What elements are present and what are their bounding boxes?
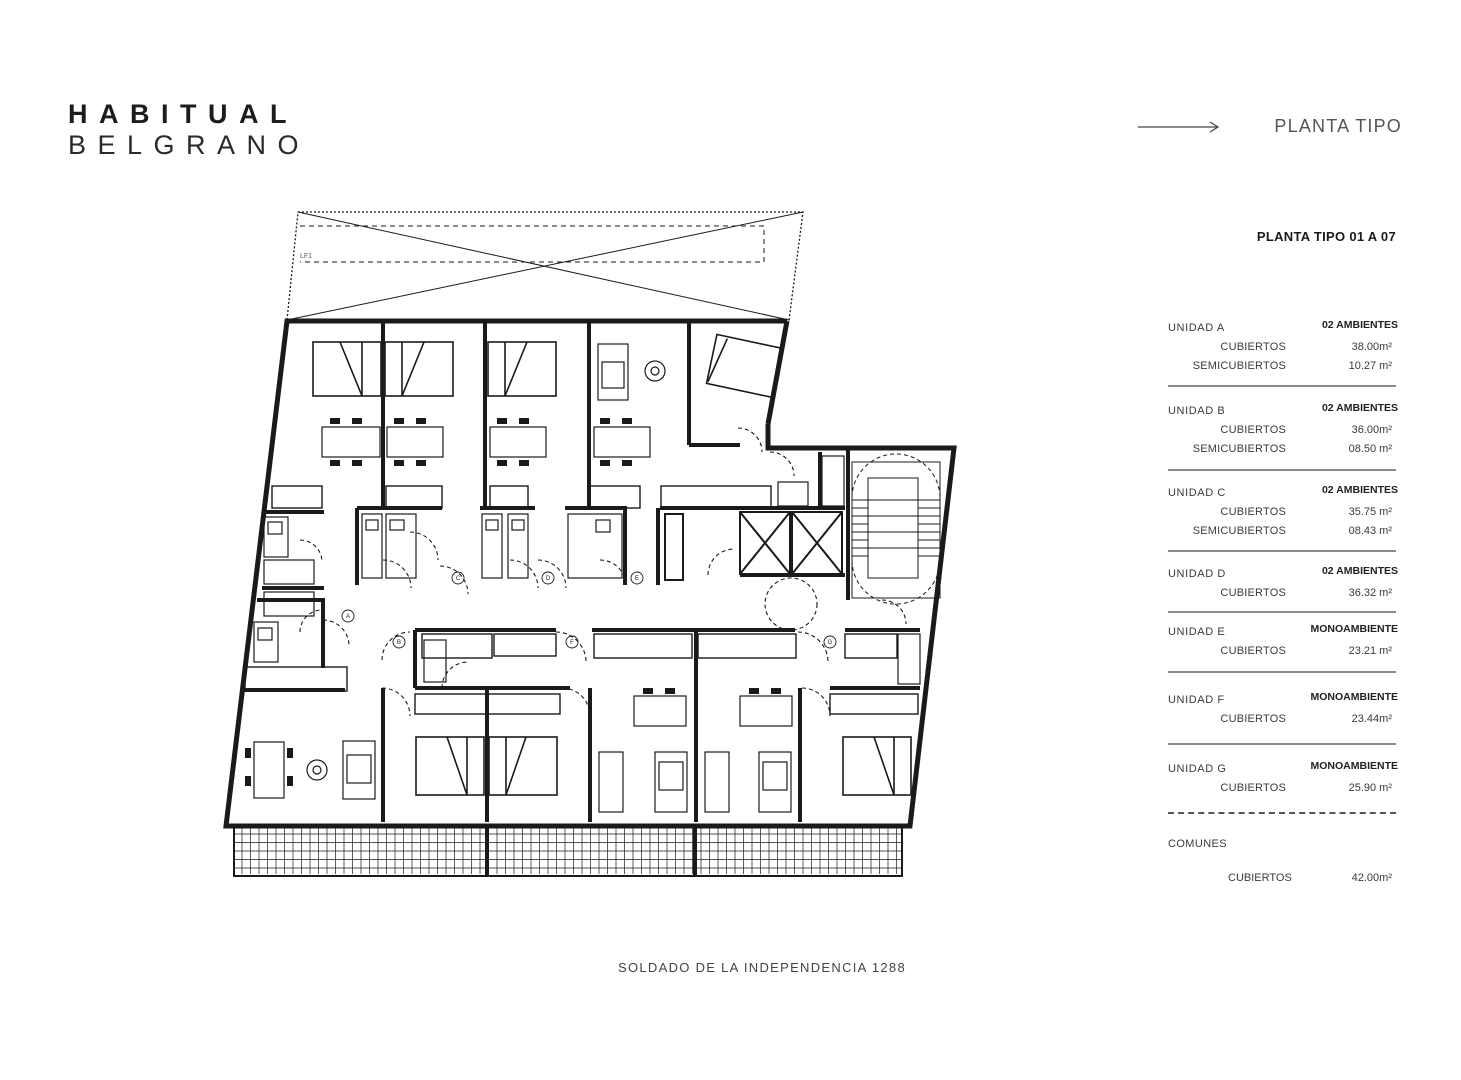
arrow-right-icon [1138, 121, 1220, 133]
unit-label: UNIDAD B [1168, 405, 1226, 417]
unit-tag-label: F [570, 640, 574, 646]
unit-entry: UNIDAD C 02 AMBIENTES CUBIERTOS 35.75 m² SEM… [1168, 484, 1398, 544]
common-metric-value: 42.00m² [1351, 872, 1392, 884]
table-title: PLANTA TIPO 01 A 07 [1256, 229, 1396, 244]
common-label: COMUNES [1168, 838, 1228, 850]
beds [312, 333, 912, 796]
unit-header: UNIDAD F MONOAMBIENTE [1168, 691, 1399, 713]
stairs [851, 453, 941, 605]
metric-label: CUBIERTOS [1220, 782, 1286, 794]
metric-value: 36.00m² [1351, 424, 1392, 436]
unit-entry: UNIDAD G MONOAMBIENTE CUBIERTOS 25.90 m² [1168, 760, 1399, 801]
common-separator [1168, 812, 1396, 814]
metric-label: SEMICUBIERTOS [1192, 360, 1286, 372]
metric-value: 08.50 m² [1348, 443, 1392, 455]
unit-label: UNIDAD G [1168, 763, 1227, 775]
unit-header: UNIDAD D 02 AMBIENTES [1168, 565, 1398, 587]
unit-header: UNIDAD A 02 AMBIENTES [1168, 319, 1398, 341]
metric-label: CUBIERTOS [1220, 645, 1286, 657]
metric-value: 35.75 m² [1348, 506, 1392, 518]
floor-plan: LF1 [223, 211, 957, 877]
unit-metric-row: CUBIERTOS 23.44m² [1168, 713, 1398, 732]
unit-type: MONOAMBIENTE [1310, 760, 1399, 772]
unit-tag-labels: A B C D E F G [346, 576, 833, 646]
metric-label: CUBIERTOS [1220, 424, 1286, 436]
door-swings [299, 427, 907, 717]
page-title: PLANTA TIPO [1274, 116, 1402, 136]
unit-metric-row: CUBIERTOS 23.21 m² [1168, 645, 1398, 664]
unit-entry: UNIDAD E MONOAMBIENTE CUBIERTOS 23.21 m² [1168, 623, 1399, 664]
brand-logo: HABITUAL BELGRANO [68, 98, 310, 160]
metric-value: 25.90 m² [1348, 782, 1392, 794]
unit-type: 02 AMBIENTES [1321, 565, 1398, 577]
unit-metric-row: SEMICUBIERTOS 10.27 m² [1168, 360, 1398, 379]
metric-label: CUBIERTOS [1220, 587, 1286, 599]
unit-header: UNIDAD E MONOAMBIENTE [1168, 623, 1399, 645]
unit-label: UNIDAD F [1168, 694, 1225, 706]
metric-label: SEMICUBIERTOS [1192, 525, 1286, 537]
unit-header: UNIDAD B 02 AMBIENTES [1168, 402, 1398, 424]
metric-value: 38.00m² [1351, 341, 1392, 353]
bottom-balconies [233, 825, 903, 877]
metric-label: CUBIERTOS [1220, 713, 1286, 725]
unit-metric-row: CUBIERTOS 35.75 m² [1168, 506, 1398, 525]
unit-metric-row: CUBIERTOS 38.00m² [1168, 341, 1398, 360]
unit-label: UNIDAD E [1168, 626, 1226, 638]
unit-separator [1168, 671, 1396, 673]
unit-type: 02 AMBIENTES [1321, 402, 1398, 414]
unit-tag-label: G [828, 640, 833, 646]
metric-label: CUBIERTOS [1220, 341, 1286, 353]
unit-label: UNIDAD C [1168, 487, 1226, 499]
unit-type: MONOAMBIENTE [1310, 623, 1399, 635]
unit-separator [1168, 385, 1396, 387]
exterior-walls [223, 318, 957, 829]
unit-entry: UNIDAD F MONOAMBIENTE CUBIERTOS 23.44m² [1168, 691, 1399, 732]
unit-label: UNIDAD D [1168, 568, 1226, 580]
unit-separator [1168, 611, 1396, 613]
lf-label: LF1 [300, 253, 312, 260]
unit-entry: UNIDAD A 02 AMBIENTES CUBIERTOS 38.00m² SEMI… [1168, 319, 1398, 379]
metric-value: 23.21 m² [1348, 645, 1392, 657]
unit-header: UNIDAD G MONOAMBIENTE [1168, 760, 1399, 782]
brand-name: HABITUAL [68, 99, 298, 129]
unit-header: UNIDAD C 02 AMBIENTES [1168, 484, 1398, 506]
unit-metric-row: CUBIERTOS 25.90 m² [1168, 782, 1398, 801]
unit-type: MONOAMBIENTE [1310, 691, 1399, 703]
unit-separator [1168, 550, 1396, 552]
unit-separator [1168, 469, 1396, 471]
unit-metric-row: SEMICUBIERTOS 08.43 m² [1168, 525, 1398, 544]
unit-separator [1168, 743, 1396, 745]
interior-walls [241, 321, 920, 822]
common-metric-label: CUBIERTOS [1228, 872, 1292, 884]
unit-metric-row: CUBIERTOS 36.32 m² [1168, 587, 1398, 606]
unit-tag-label: E [635, 576, 639, 582]
metric-value: 08.43 m² [1348, 525, 1392, 537]
armchairs [306, 343, 792, 813]
terrace-top [286, 211, 804, 321]
unit-label: UNIDAD A [1168, 322, 1225, 334]
metric-value: 36.32 m² [1348, 587, 1392, 599]
unit-type: 02 AMBIENTES [1321, 484, 1398, 496]
metric-label: SEMICUBIERTOS [1192, 443, 1286, 455]
unit-tag-label: D [546, 576, 551, 582]
unit-tag-label: A [346, 614, 350, 620]
metric-value: 10.27 m² [1348, 360, 1392, 372]
unit-tag-label: C [456, 576, 461, 582]
dining-tables [245, 418, 793, 799]
unit-metric-row: CUBIERTOS 36.00m² [1168, 424, 1398, 443]
kitchen-counters [244, 485, 919, 715]
address-label: SOLDADO DE LA INDEPENDENCIA 1288 [618, 960, 906, 975]
elevator-shafts [664, 511, 843, 581]
unit-metric-row: SEMICUBIERTOS 08.50 m² [1168, 443, 1398, 462]
metric-label: CUBIERTOS [1220, 506, 1286, 518]
bathrooms [253, 455, 921, 685]
unit-tag-label: B [397, 640, 401, 646]
unit-tags [341, 571, 837, 649]
unit-entry: UNIDAD D 02 AMBIENTES CUBIERTOS 36.32 m² [1168, 565, 1398, 606]
unit-entry: UNIDAD B 02 AMBIENTES CUBIERTOS 36.00m² SEMI… [1168, 402, 1398, 462]
unit-type: 02 AMBIENTES [1321, 319, 1398, 331]
brand-location: BELGRANO [68, 130, 311, 160]
metric-value: 23.44m² [1351, 713, 1392, 725]
